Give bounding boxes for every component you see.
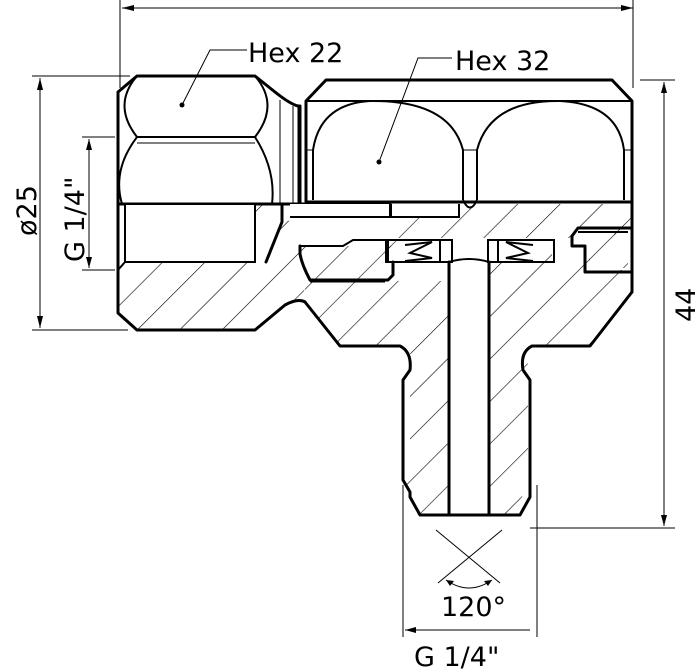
hex22-label: Hex 22: [248, 38, 343, 69]
height-label: 44: [671, 288, 700, 322]
hex22-callout: Hex 22: [181, 38, 343, 106]
hex32-nut: [304, 78, 634, 209]
cone-angle-dimension: 120°: [435, 529, 506, 623]
left-thread-dimension: G 1/4": [60, 136, 115, 271]
overall-width-dimension: [119, 0, 634, 88]
bottom-thread-label: G 1/4": [414, 642, 499, 672]
hex22-nut: [116, 74, 302, 206]
hex22-nut-section: [116, 202, 392, 332]
diameter-dimension: ø25: [12, 75, 130, 331]
hex32-label: Hex 32: [455, 46, 550, 77]
diameter-label: ø25: [12, 185, 43, 236]
left-thread-label: G 1/4": [60, 177, 91, 262]
bottom-thread-dimension: G 1/4": [402, 485, 538, 672]
height-dimension: 44: [530, 79, 700, 529]
hex32-callout: Hex 32: [378, 46, 550, 163]
cone-angle-label: 120°: [441, 592, 506, 623]
fitting-body-section: [290, 200, 634, 517]
